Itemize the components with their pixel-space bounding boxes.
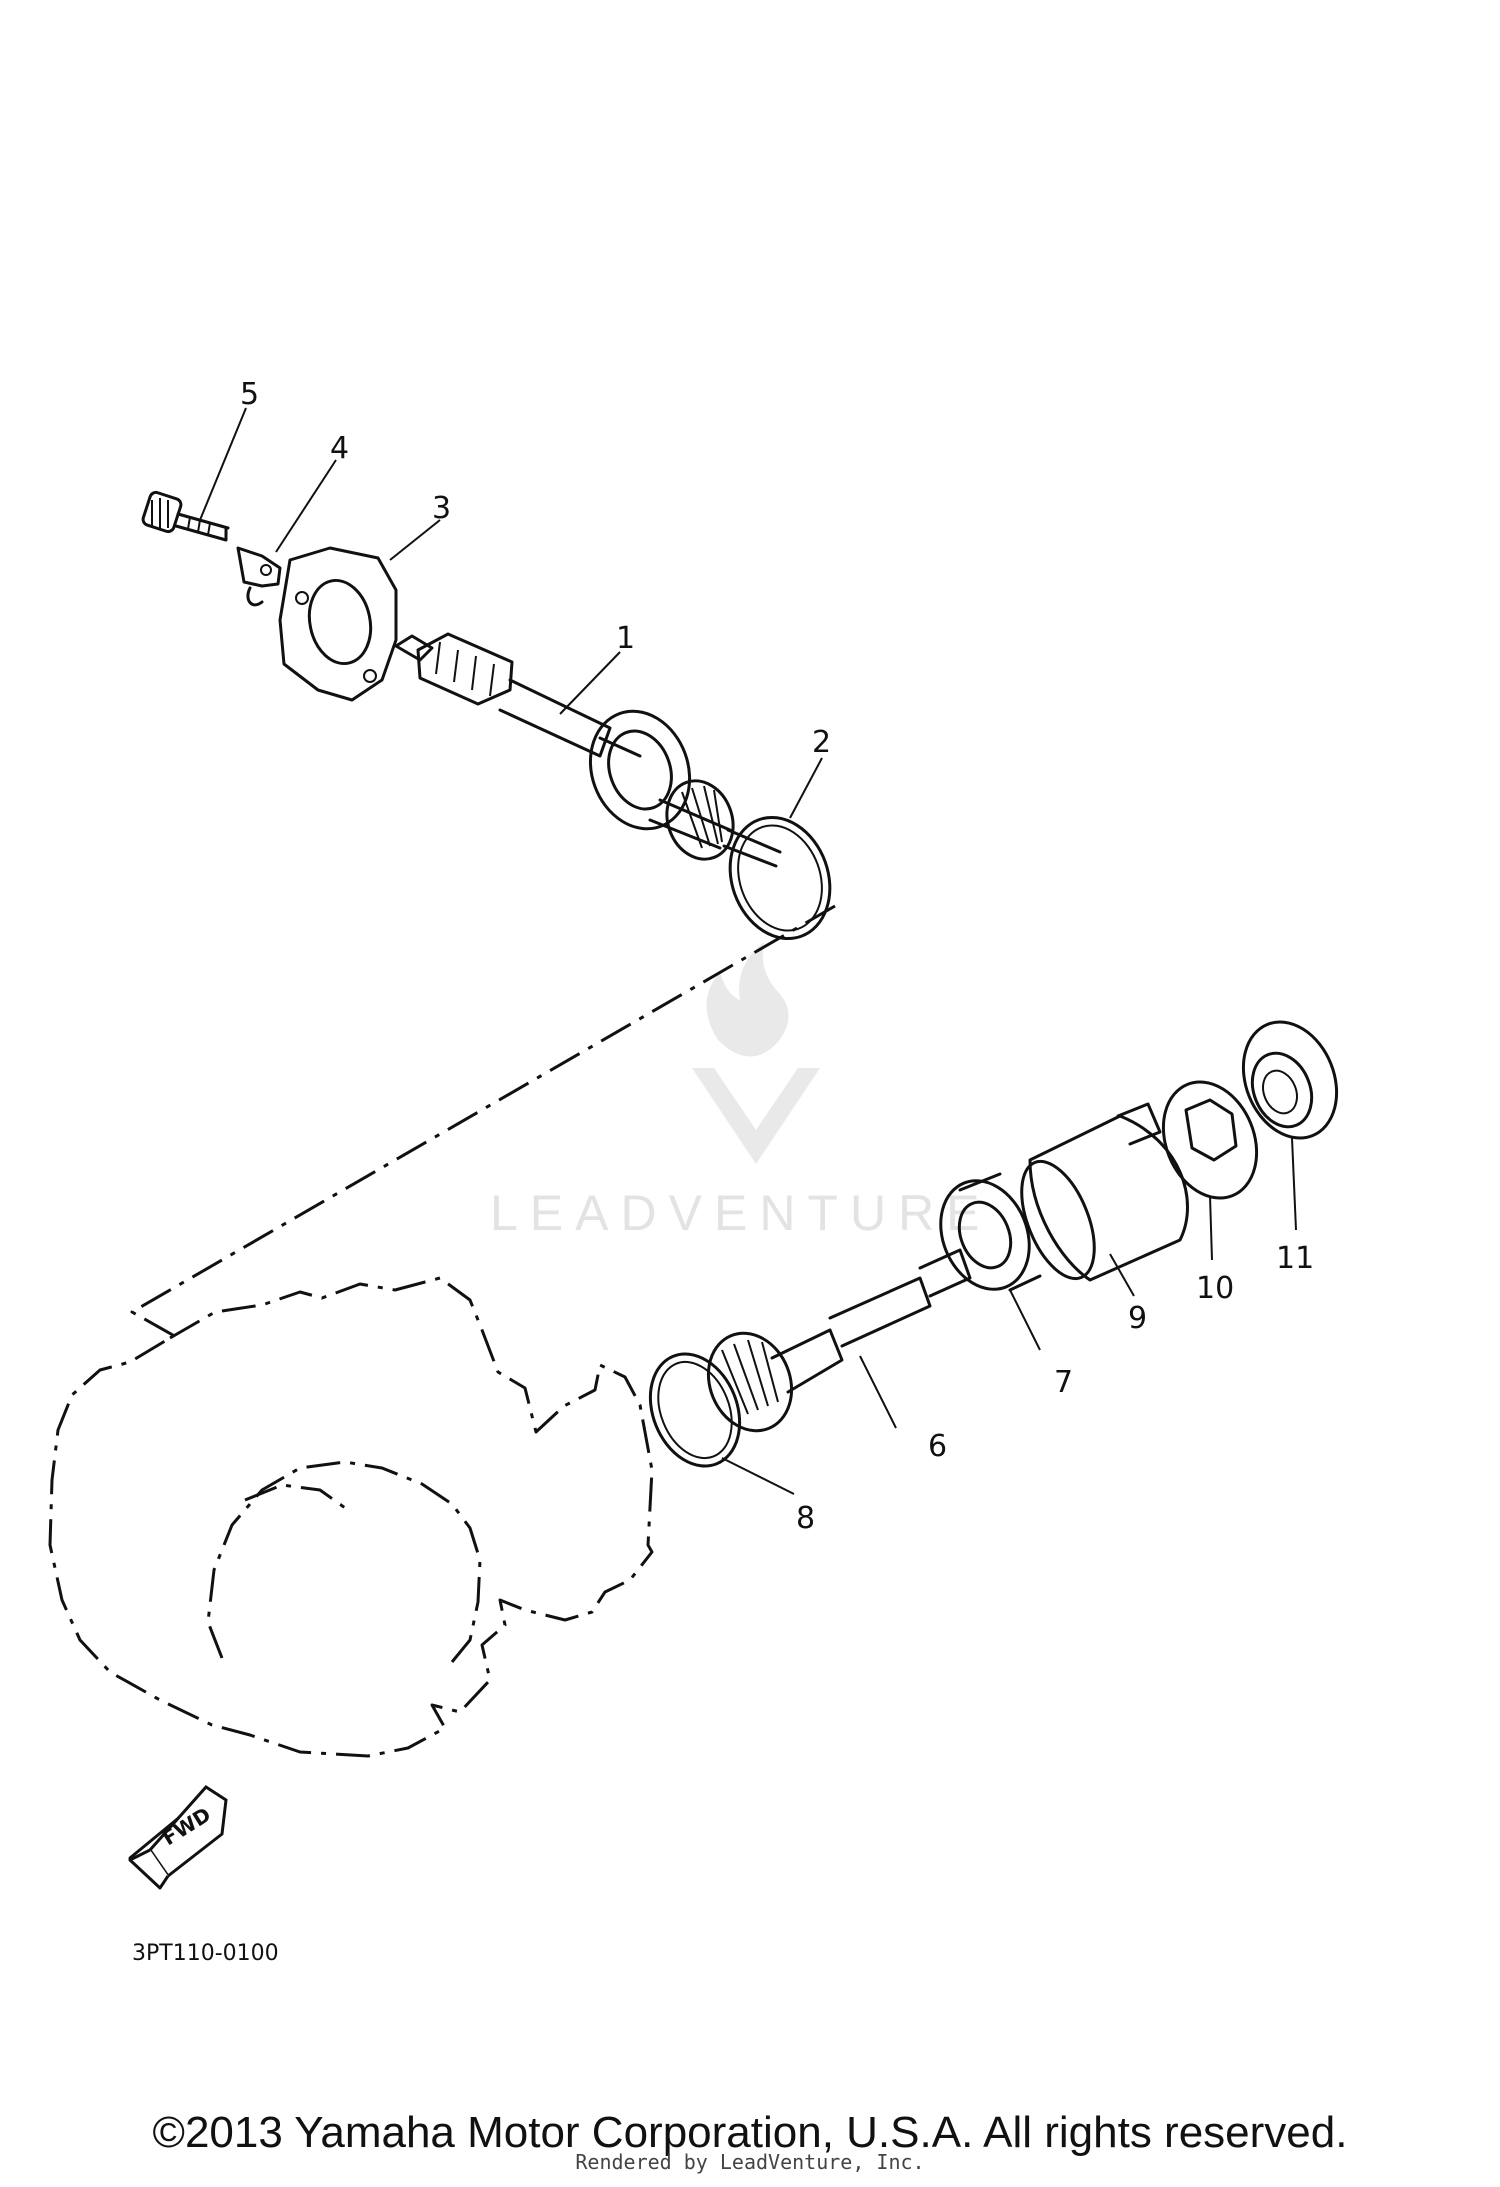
callout-5: 5 <box>240 377 259 412</box>
part-9-sleeve <box>1020 1102 1189 1282</box>
fwd-arrow-icon: FWD <box>128 1785 228 1890</box>
crankcase-inner-outline-2 <box>244 1483 349 1512</box>
part-2-circlip <box>728 815 832 941</box>
callout-6: 6 <box>928 1429 947 1464</box>
assembly-leader-line <box>130 904 836 1340</box>
part-4-clamp <box>236 546 282 607</box>
callout-9: 9 <box>1128 1301 1147 1336</box>
copyright-notice: ©2013 Yamaha Motor Corporation, U.S.A. A… <box>152 2108 1348 2157</box>
engine-outline <box>48 1276 654 1758</box>
callout-11: 11 <box>1276 1241 1314 1276</box>
rendered-by-notice: Rendered by LeadVenture, Inc. <box>575 2150 925 2174</box>
diagram-code: 3PT110-0100 <box>132 1941 279 1966</box>
leadventure-watermark: LEADVENTURE <box>490 942 992 1241</box>
callout-7: 7 <box>1054 1365 1073 1400</box>
part-7-bearing <box>939 1172 1042 1292</box>
part-6-gear-shaft <box>706 1248 972 1433</box>
part-11-bearing <box>1241 1020 1339 1140</box>
callout-3: 3 <box>432 491 451 526</box>
part-3-plate <box>278 546 398 702</box>
watermark-text: LEADVENTURE <box>490 1185 992 1241</box>
part-5-bolt <box>141 490 230 542</box>
crankcase-inner-outline <box>206 1460 482 1663</box>
callout-1: 1 <box>616 621 635 656</box>
callout-8: 8 <box>796 1501 815 1536</box>
part-1-shaft <box>394 632 782 868</box>
callout-leaders <box>199 407 1297 1495</box>
callout-10: 10 <box>1196 1271 1234 1306</box>
part-10-washer <box>1161 1080 1259 1200</box>
callout-4: 4 <box>330 431 349 466</box>
callout-2: 2 <box>812 725 831 760</box>
part-8-ring <box>648 1352 742 1468</box>
